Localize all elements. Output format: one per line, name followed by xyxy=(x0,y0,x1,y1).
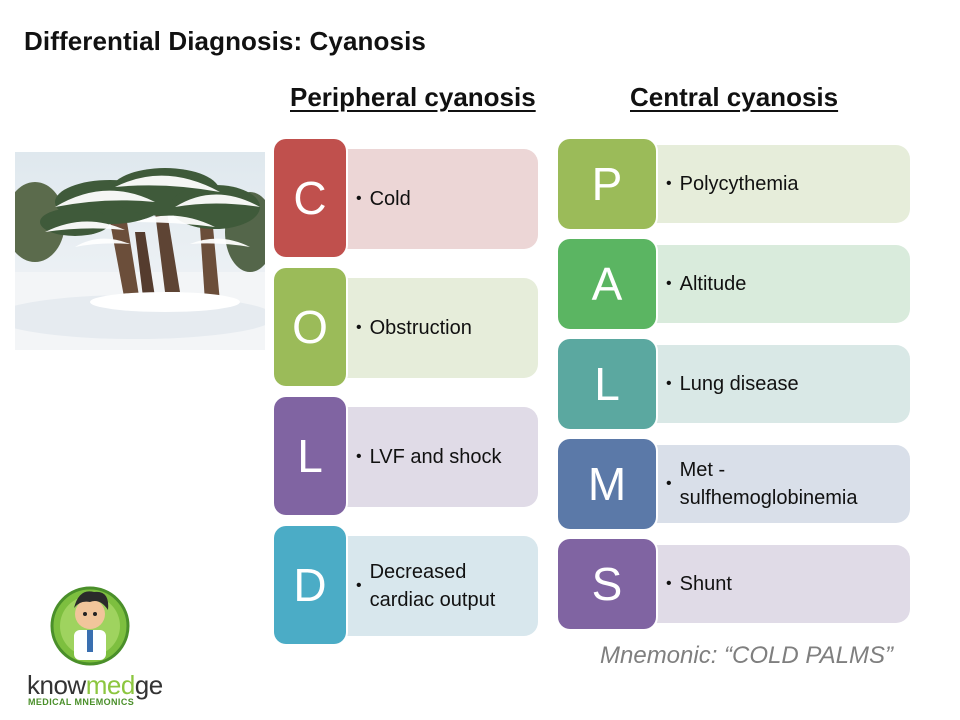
central-item-3: • Met - sulfhemoglobinemia xyxy=(640,445,910,523)
central-heading: Central cyanosis xyxy=(630,82,839,112)
central-item-text: Met - sulfhemoglobinemia xyxy=(679,459,858,509)
bullet-icon: • xyxy=(666,375,672,392)
bullet-icon: • xyxy=(666,475,672,492)
bullet-icon: • xyxy=(666,575,672,592)
wordmark-part-a: know xyxy=(27,670,86,700)
central-letter-0: P xyxy=(558,139,656,229)
mnemonic-caption: Mnemonic: “COLD PALMS” xyxy=(600,642,893,669)
bullet-icon: • xyxy=(666,175,672,192)
central-letter-2: L xyxy=(558,339,656,429)
central-item-text: Altitude xyxy=(679,273,747,295)
bullet-icon: • xyxy=(356,577,362,594)
central-letter-4: S xyxy=(558,539,656,629)
central-item-text: Lung disease xyxy=(679,373,799,395)
peripheral-letter-1: O xyxy=(274,268,346,386)
central-item-text: Polycythemia xyxy=(679,173,799,195)
peripheral-item-0: • Cold xyxy=(330,149,538,249)
knowmedge-logo xyxy=(24,582,164,712)
central-item-1: • Altitude xyxy=(640,245,910,323)
peripheral-letter-3: D xyxy=(274,526,346,644)
central-item-2: • Lung disease xyxy=(640,345,910,423)
bullet-icon: • xyxy=(356,319,362,336)
peripheral-item-text: Cold xyxy=(369,188,411,210)
peripheral-item-text: Obstruction xyxy=(369,317,472,339)
central-letter-1: A xyxy=(558,239,656,329)
peripheral-heading: Peripheral cyanosis xyxy=(290,82,536,112)
central-letter-3: M xyxy=(558,439,656,529)
central-item-0: • Polycythemia xyxy=(640,145,910,223)
peripheral-item-2: • LVF and shock xyxy=(330,407,538,507)
bullet-icon: • xyxy=(356,448,362,465)
peripheral-item-3: • Decreased cardiac output xyxy=(330,536,538,636)
snowy-palm-photo xyxy=(15,152,265,350)
wordmark-part-c: ge xyxy=(134,670,163,700)
wordmark-part-b: med xyxy=(85,670,136,700)
central-item-4: • Shunt xyxy=(640,545,910,623)
bullet-icon: • xyxy=(666,275,672,292)
peripheral-item-text: LVF and shock xyxy=(369,446,502,468)
peripheral-item-text: Decreased cardiac output xyxy=(369,561,496,611)
peripheral-item-1: • Obstruction xyxy=(330,278,538,378)
peripheral-letter-0: C xyxy=(274,139,346,257)
knowmedge-subtitle: MEDICAL MNEMONICS xyxy=(28,697,135,707)
bullet-icon: • xyxy=(356,190,362,207)
knowmedge-wordmark: knowmedge xyxy=(27,670,163,701)
slide-title: Differential Diagnosis: Cyanosis xyxy=(24,26,426,56)
central-item-text: Shunt xyxy=(679,573,732,595)
peripheral-letter-2: L xyxy=(274,397,346,515)
